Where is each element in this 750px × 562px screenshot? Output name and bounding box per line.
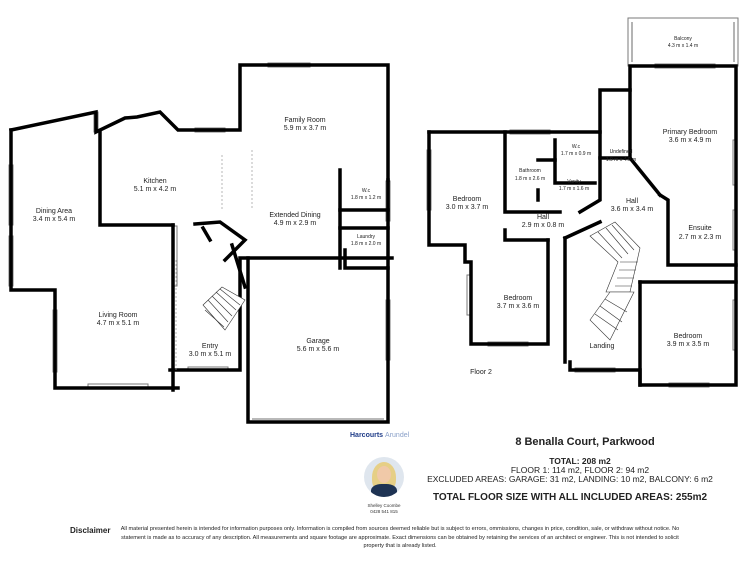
room-dining-dim: 3.4 m x 5.4 m (33, 216, 76, 223)
room-hall2-name: Hall (626, 198, 639, 205)
total-area: TOTAL: 208 m2 (549, 456, 611, 466)
brand-name: Harcourts (350, 432, 384, 439)
agent-name: Shelley Coombe (367, 503, 401, 508)
room-hall1-name: Hall (537, 214, 550, 221)
room-bed3-name: Bedroom (674, 333, 703, 340)
room-kitchen-name: Kitchen (143, 178, 166, 185)
room-bed2-dim: 3.7 m x 3.6 m (497, 303, 540, 310)
disclaimer-title: Disclaimer (70, 526, 111, 535)
floor-areas: FLOOR 1: 114 m2, FLOOR 2: 94 m2 (510, 465, 650, 475)
room-bed3-dim: 3.9 m x 3.5 m (667, 341, 710, 348)
excluded-areas: EXCLUDED AREAS: GARAGE: 31 m2, LANDING: … (427, 474, 713, 484)
room-vanity-name: Vanity (567, 179, 581, 185)
room-garage-dim: 5.6 m x 5.6 m (297, 346, 340, 353)
room-extended-dim: 4.9 m x 2.9 m (274, 220, 317, 227)
floor-2-label: Floor 2 (470, 369, 492, 376)
room-living-name: Living Room (99, 312, 138, 319)
room-entry-name: Entry (202, 343, 219, 350)
room-bed1-name: Bedroom (453, 196, 482, 203)
room-ensuite-dim: 2.7 m x 2.3 m (679, 234, 722, 241)
room-hall1-dim: 2.9 m x 0.8 m (522, 222, 565, 229)
disclaimer-text: All material presented herein is intende… (120, 526, 680, 549)
room-wc1-dim: 1.8 m x 1.2 m (351, 195, 381, 201)
property-address: 8 Benalla Court, Parkwood (515, 436, 655, 448)
room-vanity-dim: 1.7 m x 1.6 m (559, 186, 589, 192)
room-family-dim: 5.9 m x 3.7 m (284, 125, 327, 132)
floor-1 (8, 62, 394, 424)
room-bathroom-dim: 1.8 m x 2.6 m (515, 176, 545, 182)
room-balcony-dim: 4.3 m x 1.4 m (668, 43, 698, 49)
room-dining-name: Dining Area (36, 208, 72, 215)
room-undefined-dim: 1.9 m x 4.0 m (606, 157, 636, 163)
brand-sub: Arundel (385, 432, 410, 439)
room-wc2-name: W.c (572, 144, 581, 150)
room-ensuite-name: Ensuite (688, 225, 711, 232)
room-primary-name: Primary Bedroom (663, 129, 718, 136)
room-kitchen-dim: 5.1 m x 4.2 m (134, 186, 177, 193)
room-wc2-dim: 1.7 m x 0.9 m (561, 151, 591, 157)
room-living-dim: 4.7 m x 5.1 m (97, 320, 140, 327)
room-primary-dim: 3.6 m x 4.9 m (669, 137, 712, 144)
room-family-name: Family Room (284, 117, 325, 124)
room-bed2-name: Bedroom (504, 295, 533, 302)
room-hall2-dim: 3.6 m x 3.4 m (611, 206, 654, 213)
avatar (364, 457, 404, 497)
room-bed1-dim: 3.0 m x 3.7 m (446, 204, 489, 211)
room-bathroom-name: Bathroom (519, 168, 541, 174)
grand-total: TOTAL FLOOR SIZE WITH ALL INCLUDED AREAS… (432, 492, 708, 503)
room-wc1-name: W.c (362, 188, 371, 194)
agent-phone: 0428 541 815 (370, 509, 398, 514)
room-laundry-name: Laundry (357, 234, 376, 240)
room-balcony-name: Balcony (674, 36, 692, 42)
room-entry-dim: 3.0 m x 5.1 m (189, 351, 232, 358)
brand-logo: Harcourts Arundel (350, 432, 420, 439)
room-landing-name: Landing (590, 343, 615, 350)
floor-2 (426, 17, 739, 388)
room-undefined-name: Undefined (610, 149, 633, 155)
room-laundry-dim: 1.8 m x 2.0 m (351, 241, 381, 247)
room-extended-name: Extended Dining (269, 212, 320, 219)
room-garage-name: Garage (306, 338, 329, 345)
